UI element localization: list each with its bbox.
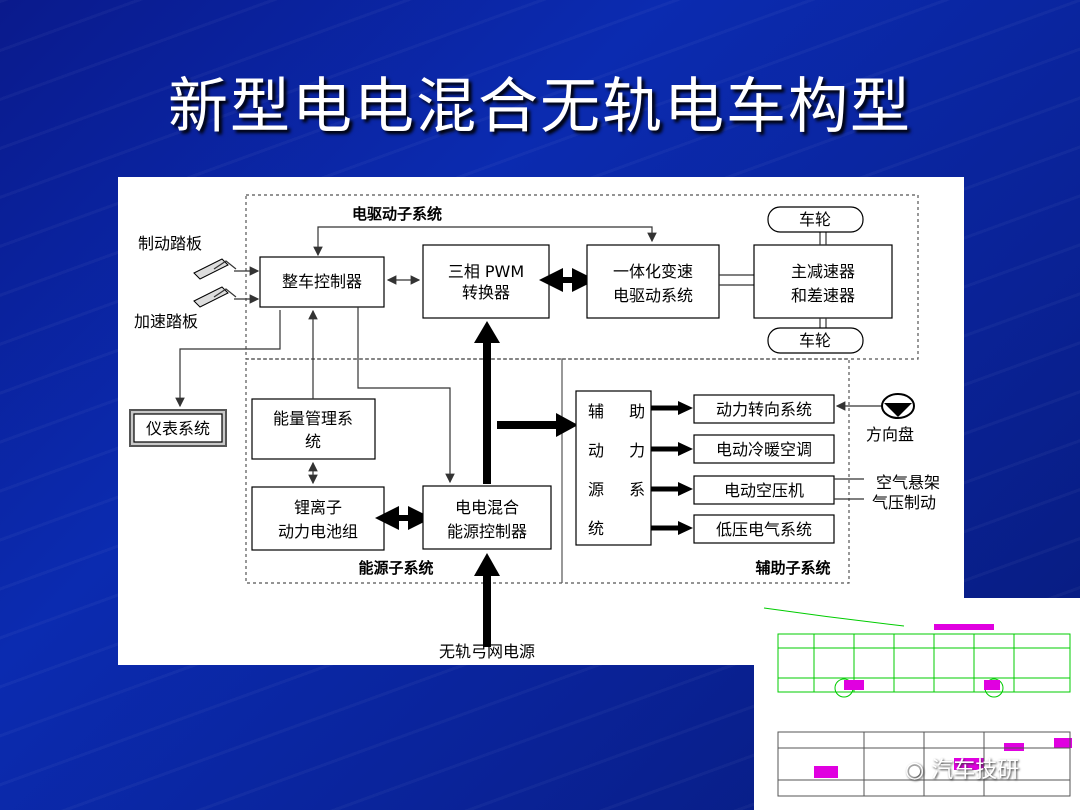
grid-to-hybrid-head: [474, 553, 500, 576]
watermark-text: 汽车技研: [931, 758, 1020, 783]
vcu-to-hybrid-arrow: [357, 307, 455, 484]
bus-top-view: [777, 731, 1071, 797]
aux-load-steering: 动力转向系统: [716, 400, 812, 419]
steering-wheel-label: 方向盘: [866, 425, 914, 444]
hybrid-to-pwm-head: [474, 321, 500, 343]
battery-box: [251, 486, 385, 551]
reducer-label-2: 和差速器: [791, 286, 855, 305]
reducer-label-1: 主减速器: [791, 262, 855, 281]
to-aux-head: [556, 413, 578, 437]
battery-label-2: 动力电池组: [278, 522, 358, 541]
vcu-label: 整车控制器: [282, 272, 362, 291]
aux-source-box: [575, 390, 652, 546]
aux-load-hvac: 电动冷暖空调: [716, 440, 812, 459]
watermark: ◉ 汽车技研: [905, 752, 1019, 784]
drive-subsystem-label: 电驱动子系统: [352, 205, 442, 223]
wheel-bottom: [767, 327, 864, 354]
wheel-bottom-label: 车轮: [799, 331, 831, 350]
hybrid-ctrl-label-2: 能源控制器: [447, 522, 527, 541]
aux-source-line-1: 辅 助: [588, 402, 655, 421]
motor-label-2: 电驱动系统: [613, 286, 693, 305]
hybrid-ctrl-label-1: 电电混合: [455, 498, 519, 517]
slide-title: 新型电电混合无轨电车构型: [168, 72, 912, 142]
motor-label-1: 一体化变速: [613, 262, 693, 281]
aux-subsystem-label: 辅助子系统: [755, 559, 830, 577]
air-label-1: 空气悬架: [876, 473, 940, 492]
vcu-box: [259, 256, 385, 308]
aux-load-box-steering: [693, 394, 835, 424]
wechat-icon: ◉: [905, 758, 925, 783]
instrument-box: [133, 413, 223, 443]
air-label-2: 气压制动: [872, 493, 936, 512]
motor-box: [586, 244, 720, 319]
bus-cad-drawing: [754, 598, 1080, 810]
vcu-to-instrument-arrow: [175, 310, 281, 408]
aux-load-lowvolt: 低压电气系统: [716, 520, 812, 539]
reducer-box: [753, 244, 893, 319]
aux-subsystem-region: [561, 358, 850, 584]
aux-source-line-3: 源 系: [588, 480, 655, 499]
instrument-label: 仪表系统: [146, 419, 210, 438]
steering-wheel-icon: [881, 393, 915, 419]
accel-pedal-label: 加速踏板: [134, 312, 198, 331]
energy-subsystem-label: 能源子系统: [358, 559, 433, 577]
wheel-top-label: 车轮: [799, 210, 831, 229]
aux-load-compressor: 电动空压机: [724, 481, 804, 500]
ems-label-2: 统: [305, 432, 321, 451]
pwm-box: [422, 244, 550, 319]
wheel-top: [767, 206, 864, 233]
aux-source-line-2: 动 力: [588, 441, 655, 460]
vcu-motor-feedback-arrow: [313, 226, 657, 257]
bus-drawing-svg: [763, 607, 1072, 797]
aux-load-arrows: [651, 401, 693, 535]
battery-label-1: 锂离子: [294, 498, 342, 517]
brake-pedal-label: 制动踏板: [138, 234, 202, 253]
system-diagram: 电驱动子系统 能源子系统 辅助子系统 制动踏板 加速踏板 仪表系统 整车控制器 …: [129, 194, 940, 661]
pwm-label-2: 转换器: [462, 283, 510, 302]
aux-load-box-compressor: [693, 475, 835, 505]
bus-components: [814, 624, 1072, 778]
hybrid-ctrl-box: [422, 485, 552, 550]
diagram-panel: 电驱动子系统 能源子系统 辅助子系统 制动踏板 加速踏板 仪表系统 整车控制器 …: [118, 177, 964, 665]
brake-pedal-icon: [193, 258, 237, 280]
aux-source-line-4: 统: [588, 519, 614, 538]
bus-side-view: [763, 607, 1071, 698]
accel-pedal-icon: [193, 286, 237, 308]
ems-label-1: 能量管理系: [273, 409, 353, 428]
energy-subsystem-region: [245, 358, 563, 584]
aux-load-box-hvac: [693, 434, 835, 464]
grid-label: 无轨弓网电源: [439, 642, 535, 661]
pwm-label-1: 三相 PWM: [448, 262, 524, 281]
aux-load-box-lowvolt: [693, 514, 835, 544]
